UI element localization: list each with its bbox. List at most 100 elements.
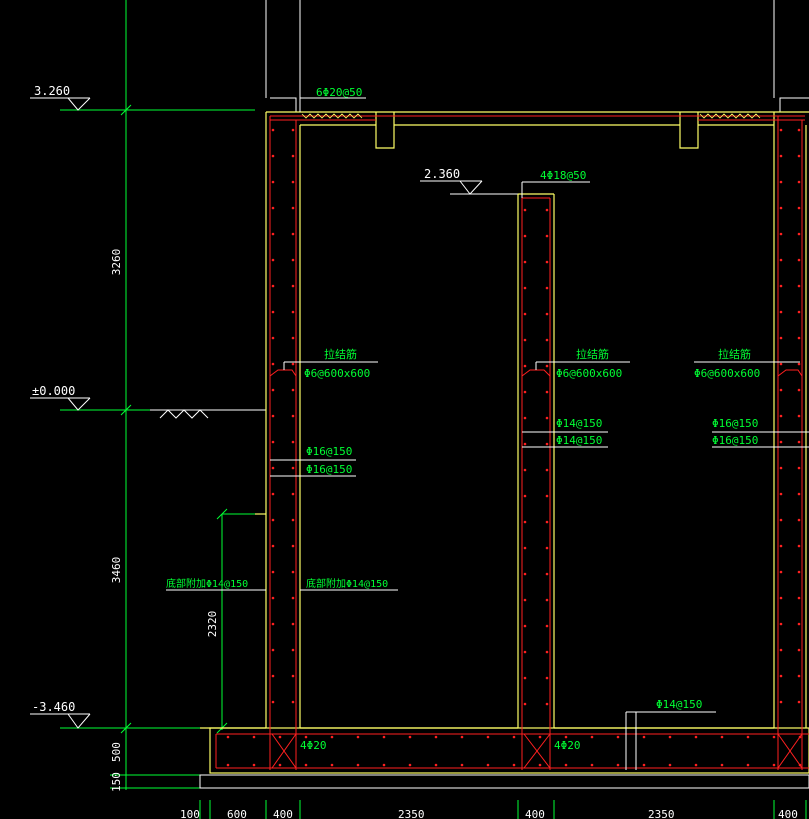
rebar-dot [460, 735, 464, 739]
rebar-dot [545, 442, 549, 446]
rebar-dot [797, 648, 801, 652]
rebar-dot [291, 310, 295, 314]
rebar-dot [545, 234, 549, 238]
rebar-dot [779, 154, 783, 158]
rebar-dot [779, 414, 783, 418]
dim-haunch-height: 2320 [206, 611, 219, 638]
rebar-dot [271, 362, 275, 366]
rebar-dot [545, 260, 549, 264]
rebar-dot [523, 286, 527, 290]
rebar-dot [271, 570, 275, 574]
rebar-dot [797, 492, 801, 496]
rebar-dot [291, 648, 295, 652]
rebar-dot [545, 494, 549, 498]
rebar-dot [720, 735, 724, 739]
label-mid-wall-top: 4Φ18@50 [540, 169, 586, 182]
dim-bottom-1: 600 [227, 808, 247, 819]
dim-upper-height: 3260 [110, 249, 123, 276]
elevation-bottom: -3.460 [32, 700, 75, 714]
rebar-dot [271, 128, 275, 132]
rebar-dot [545, 416, 549, 420]
rebar-dot [523, 702, 527, 706]
rebar-dot [523, 572, 527, 576]
rebar-dot [523, 260, 527, 264]
rebar-dot [545, 624, 549, 628]
rebar-dot [523, 650, 527, 654]
rebar-dot [291, 700, 295, 704]
rebar-dot [291, 622, 295, 626]
rebar-dot [545, 390, 549, 394]
vertical-dimension-chain [60, 0, 255, 790]
dim-bottom-6: 400 [778, 808, 798, 819]
rebar-dot [271, 466, 275, 470]
rebar-dot [271, 206, 275, 210]
rebar-dot [291, 440, 295, 444]
rebar-dot [797, 440, 801, 444]
label-mid-wall-1: Φ14@150 [556, 417, 602, 430]
rebar-dot [797, 128, 801, 132]
rebar-dot [797, 544, 801, 548]
rebar-dot [271, 154, 275, 158]
rebar-dot [291, 128, 295, 132]
rebar-dot [797, 622, 801, 626]
rebar-dot [523, 234, 527, 238]
rebar-dot [797, 700, 801, 704]
dim-bottom-5: 2350 [648, 808, 675, 819]
top-slab-hatch [301, 113, 761, 119]
rebar-dot [779, 284, 783, 288]
rebar-dot [512, 735, 516, 739]
rebar-dot [226, 763, 230, 767]
dim-bottom-3: 2350 [398, 808, 425, 819]
rebar-dot [616, 735, 620, 739]
rebar-dot [545, 468, 549, 472]
rebar-dot [642, 763, 646, 767]
rebar-dot [797, 414, 801, 418]
label-tie-spec-left: Φ6@600x600 [304, 367, 370, 380]
rebar-dot [797, 180, 801, 184]
rebar-dot [797, 232, 801, 236]
rebar-dot [590, 763, 594, 767]
rebar-dot [291, 414, 295, 418]
rebar-dot [523, 494, 527, 498]
rebar-dot [291, 180, 295, 184]
label-left-wall-1: Φ16@150 [306, 445, 352, 458]
rebar-dot [797, 596, 801, 600]
label-tie-title-left: 拉结筋 [324, 347, 357, 361]
rebar-dot [545, 650, 549, 654]
rebar-dot [545, 312, 549, 316]
rebar-dot [486, 763, 490, 767]
rebar-dot [797, 466, 801, 470]
rebar-dot [746, 735, 750, 739]
rebar-dot [291, 492, 295, 496]
rebar-dot [271, 414, 275, 418]
rebar-dot [545, 572, 549, 576]
rebar-dot [590, 735, 594, 739]
rebar-dot [523, 546, 527, 550]
rebar-dot [797, 336, 801, 340]
rebar-dot [779, 180, 783, 184]
rebar-dot [271, 518, 275, 522]
leader-lines [166, 97, 809, 770]
rebar-dot [271, 544, 275, 548]
rebar-dot [779, 336, 783, 340]
label-tie-title-mid: 拉结筋 [576, 347, 609, 361]
rebar-dot [642, 735, 646, 739]
rebar-dot [291, 518, 295, 522]
dim-bottom-0: 100 [180, 808, 200, 819]
rebar-dot [523, 598, 527, 602]
elevation-markers [30, 97, 520, 729]
rebar-dot [779, 128, 783, 132]
rebar-dot [291, 388, 295, 392]
label-mid-wall-2: Φ14@150 [556, 434, 602, 447]
rebar-dot [271, 388, 275, 392]
rebar-dot [545, 546, 549, 550]
rebar-dot [434, 735, 438, 739]
rebar-dot [291, 544, 295, 548]
rebar-dot [271, 232, 275, 236]
rebar-dot [797, 154, 801, 158]
rebar-dot [408, 735, 412, 739]
rebar-dot [797, 284, 801, 288]
rebar-dot [772, 735, 776, 739]
rebar-dot [746, 763, 750, 767]
rebar-dot [291, 154, 295, 158]
